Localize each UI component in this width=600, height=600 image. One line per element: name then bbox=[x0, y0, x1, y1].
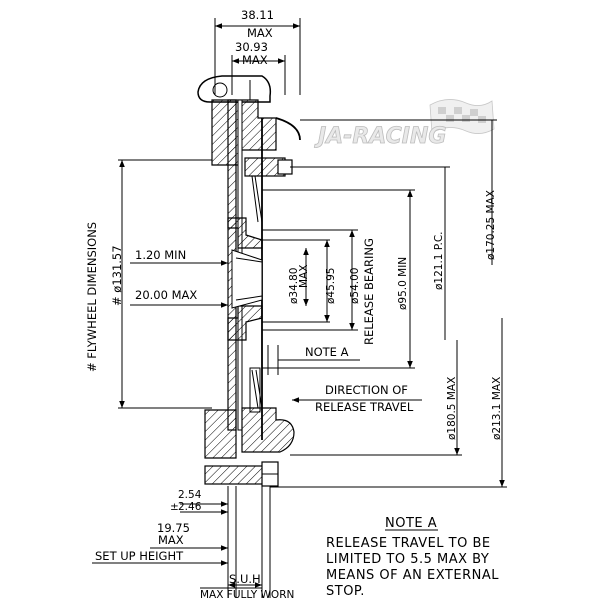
dim-34-80: ø34.80 bbox=[288, 268, 300, 304]
dim-54-00: ø54.00 bbox=[349, 268, 361, 304]
dim-19-75-max: MAX bbox=[158, 533, 184, 547]
dim-213-1-max: ø213.1 MAX bbox=[491, 377, 503, 440]
left-dimensions: # ø131.57 # FLYWHEEL DIMENSIONS 1.20 MIN… bbox=[85, 159, 294, 600]
dim-30-93: 30.93 bbox=[235, 40, 268, 54]
dim-20-00-max: 20.00 MAX bbox=[135, 288, 197, 302]
watermark-logo: JA-RACING bbox=[314, 99, 495, 149]
release-bearing-label: RELEASE BEARING bbox=[362, 238, 376, 345]
note-line-4: STOP. bbox=[326, 584, 365, 599]
note-line-3: MEANS OF AN EXTERNAL bbox=[326, 568, 499, 583]
clutch-cross-section bbox=[197, 75, 330, 598]
dim-34-80-max: MAX bbox=[298, 265, 310, 288]
dim-38-11: 38.11 bbox=[241, 8, 274, 22]
dim-1-20-min: 1.20 MIN bbox=[135, 248, 186, 262]
dim-121-1-pc: ø121.1 P.C. bbox=[433, 231, 445, 290]
svg-text:±: ± bbox=[170, 501, 179, 513]
flywheel-dimensions-label: # FLYWHEEL DIMENSIONS bbox=[85, 222, 99, 372]
dim-170-25-max: ø170.25 MAX bbox=[485, 190, 497, 260]
dim-2-54: 2.54 bbox=[178, 489, 202, 501]
note-line-1: RELEASE TRAVEL TO BE bbox=[326, 536, 491, 551]
note-a-block: NOTE A RELEASE TRAVEL TO BE LIMITED TO 5… bbox=[326, 516, 499, 599]
suh-label: S.U.H bbox=[229, 572, 261, 586]
direction-label-line1: DIRECTION OF bbox=[325, 383, 408, 397]
top-dimensions: 38.11 MAX 30.93 MAX bbox=[214, 8, 301, 95]
middle-dimensions: ø34.80 MAX ø45.95 ø54.00 RELEASE BEARING… bbox=[262, 119, 507, 488]
dim-95-0-min: ø95.0 MIN bbox=[397, 257, 409, 310]
dim-180-5-max: ø180.5 MAX bbox=[446, 377, 458, 440]
dim-19-75: 19.75 bbox=[157, 521, 190, 535]
max-fully-worn-label: MAX FULLY WORN bbox=[200, 589, 294, 600]
note-a-title: NOTE A bbox=[385, 516, 437, 531]
direction-label-line2: RELEASE TRAVEL bbox=[315, 400, 414, 414]
dim-2-46: 2.46 bbox=[178, 501, 202, 513]
dim-131-57: # ø131.57 bbox=[110, 245, 124, 306]
dim-45-95: ø45.95 bbox=[325, 268, 337, 304]
watermark-text: JA-RACING bbox=[314, 124, 446, 149]
dim-38-11-max: MAX bbox=[247, 26, 273, 40]
setup-height-label: SET UP HEIGHT bbox=[95, 549, 184, 563]
dim-30-93-max: MAX bbox=[242, 53, 268, 67]
note-a-reference: NOTE A bbox=[305, 345, 349, 359]
note-line-2: LIMITED TO 5.5 MAX BY bbox=[326, 552, 489, 567]
